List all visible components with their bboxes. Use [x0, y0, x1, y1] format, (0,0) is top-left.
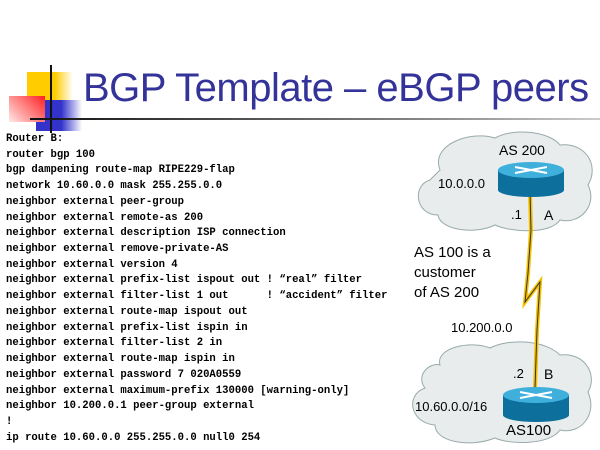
config-line: neighbor external filter-list 1 out ! “a… — [6, 290, 388, 303]
decor-vertical-line — [50, 65, 52, 133]
note-line-3: of AS 200 — [414, 284, 480, 301]
router-b-label: B — [544, 366, 554, 382]
config-line: neighbor external remote-as 200 — [6, 211, 204, 224]
top-network-label: 10.0.0.0 — [438, 176, 485, 191]
bottom-network-label: 10.60.0.0/16 — [415, 399, 488, 414]
note-line-2: customer — [414, 264, 476, 281]
router-a-label: A — [544, 207, 554, 223]
decor-red-square — [9, 96, 45, 122]
config-line: neighbor external filter-list 2 in — [6, 337, 223, 350]
config-line: router bgp 100 — [6, 148, 96, 161]
config-line: neighbor 10.200.0.1 peer-group external — [6, 400, 254, 413]
network-diagram — [412, 131, 593, 444]
config-line: neighbor external route-map ispout out — [6, 305, 248, 318]
bottom-as-label: AS100 — [506, 422, 552, 439]
config-line: neighbor external description ISP connec… — [6, 227, 286, 240]
link-network-label: 10.200.0.0 — [451, 320, 513, 335]
config-line: bgp dampening route-map RIPE229-flap — [6, 164, 235, 177]
config-line: neighbor external maximum-prefix 130000 … — [6, 384, 350, 397]
config-line: neighbor external peer-group — [6, 195, 185, 208]
config-line: neighbor external version 4 — [6, 258, 178, 271]
config-line: ! — [6, 415, 13, 428]
config-line: ip route 10.60.0.0 255.255.0.0 null0 254 — [6, 431, 261, 444]
router-a-icon — [498, 162, 564, 197]
slide-title: BGP Template – eBGP peers — [83, 66, 589, 110]
top-addr-label: .1 — [511, 207, 522, 222]
config-code-block: Router B: router bgp 100 bgp dampening rou… — [6, 132, 387, 446]
config-line: Router B: — [6, 133, 64, 145]
router-b-icon — [503, 387, 569, 422]
config-line: neighbor external prefix-list ispout out… — [6, 274, 363, 287]
title-underline — [30, 118, 600, 120]
top-as-label: AS 200 — [499, 142, 545, 158]
config-line: neighbor external remove-private-AS — [6, 243, 229, 256]
config-line: neighbor external password 7 020A0559 — [6, 368, 242, 381]
config-line: network 10.60.0.0 mask 255.255.0.0 — [6, 180, 223, 193]
bottom-addr-label: .2 — [513, 366, 524, 381]
config-line: neighbor external route-map ispin in — [6, 353, 235, 366]
config-line: neighbor external prefix-list ispin in — [6, 321, 248, 334]
note-line-1: AS 100 is a — [414, 244, 491, 261]
